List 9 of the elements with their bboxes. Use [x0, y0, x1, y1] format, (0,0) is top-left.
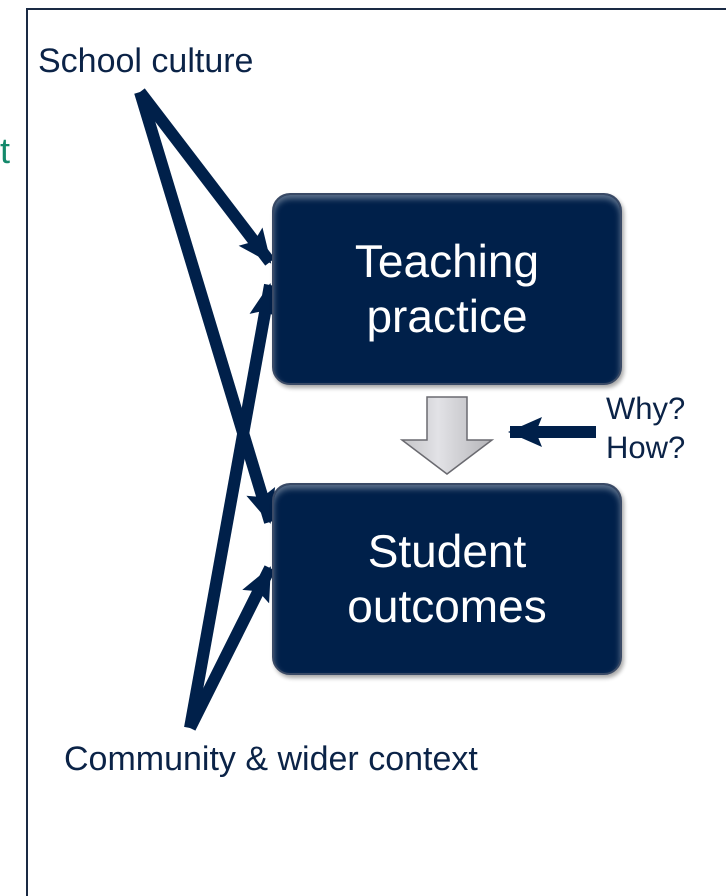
process-box: Teaching practice [272, 193, 622, 385]
cut-off-text: t [0, 133, 10, 169]
block-arrow [400, 396, 494, 475]
node-label: School culture [38, 40, 306, 86]
node-label: Community & wider context [64, 738, 574, 788]
arrow [508, 417, 596, 447]
node-label: Why? How? [606, 390, 724, 484]
arrow [134, 90, 276, 524]
process-box: Student outcomes [272, 483, 622, 675]
